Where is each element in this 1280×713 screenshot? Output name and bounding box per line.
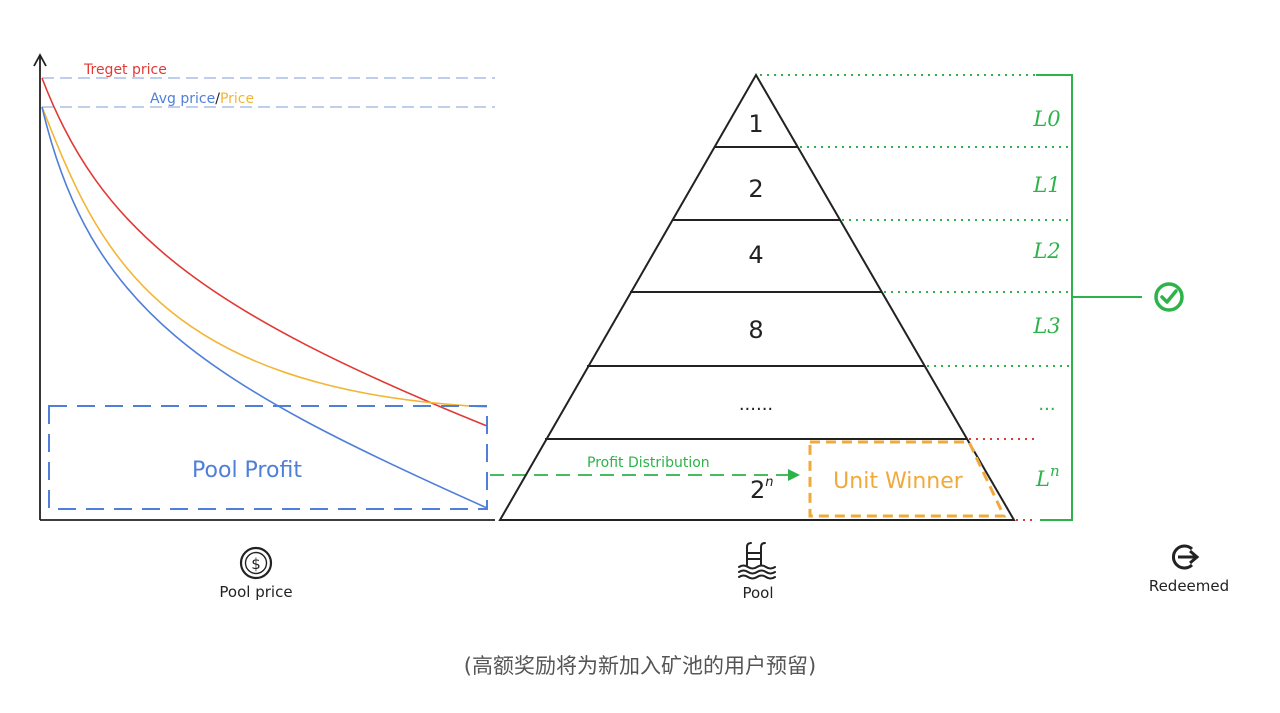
avg-price-label: Avg price [150,91,215,107]
price-curve [41,106,488,408]
avg-price-curve [41,106,488,509]
profit-distribution-arrow: Profit Distribution [490,455,800,481]
level-guides: L0 L1 L2 L3 ... Ln [760,74,1184,521]
label-slash: / [215,91,220,107]
level-bracket [1036,74,1073,521]
tier-n-count: 2n [750,475,774,504]
level-L0: L0 [1032,107,1060,131]
level-Ln: Ln [1035,462,1060,491]
tier-3-count: 4 [748,241,763,269]
tier-n-base: 2 [750,476,765,504]
pool-caption: Pool [742,584,773,602]
target-price-curve [41,77,488,427]
pyramid-outline [498,73,1016,521]
swimming-pool-icon [738,542,776,580]
pool-profit-label: Pool Profit [192,458,302,483]
tier-1-count: 1 [748,110,763,138]
level-Ln-exponent: n [1050,462,1060,480]
level-Ln-base: L [1035,467,1050,491]
profit-arrow-head [788,469,800,481]
target-price-label: Treget price [83,62,167,78]
footnote: (高额奖励将为新加入矿池的用户预留) [464,654,816,678]
unit-winner-label: Unit Winner [833,469,964,494]
avg-price-label-group: Avg price/Price [150,91,254,107]
profit-distribution-label: Profit Distribution [587,455,710,471]
tier-5-count: ...... [739,394,773,415]
unit-winner-box [808,440,1007,518]
price-label: Price [220,91,254,107]
price-chart: Treget price Avg price/Price Pool Profit [33,53,495,521]
svg-text:$: $ [251,555,261,573]
tier-n-exponent: n [765,475,773,490]
pool-price-caption: Pool price [219,583,292,601]
y-axis-arrow [33,53,47,67]
level-L1: L1 [1032,173,1060,197]
pool-profit-box [48,405,488,510]
check-circle-icon [1154,282,1184,312]
pyramid: 1 2 4 8 ...... 2n Unit Winner [498,73,1016,521]
level-L2: L2 [1032,239,1060,263]
tier-2-count: 2 [748,175,763,203]
level-ellipsis: ... [1038,394,1055,415]
redeemed-caption: Redeemed [1149,577,1229,595]
level-L3: L3 [1032,314,1060,338]
tier-4-count: 8 [748,316,763,344]
dollar-coin-icon: $ [239,546,273,580]
exit-arrow-icon [1172,544,1200,570]
